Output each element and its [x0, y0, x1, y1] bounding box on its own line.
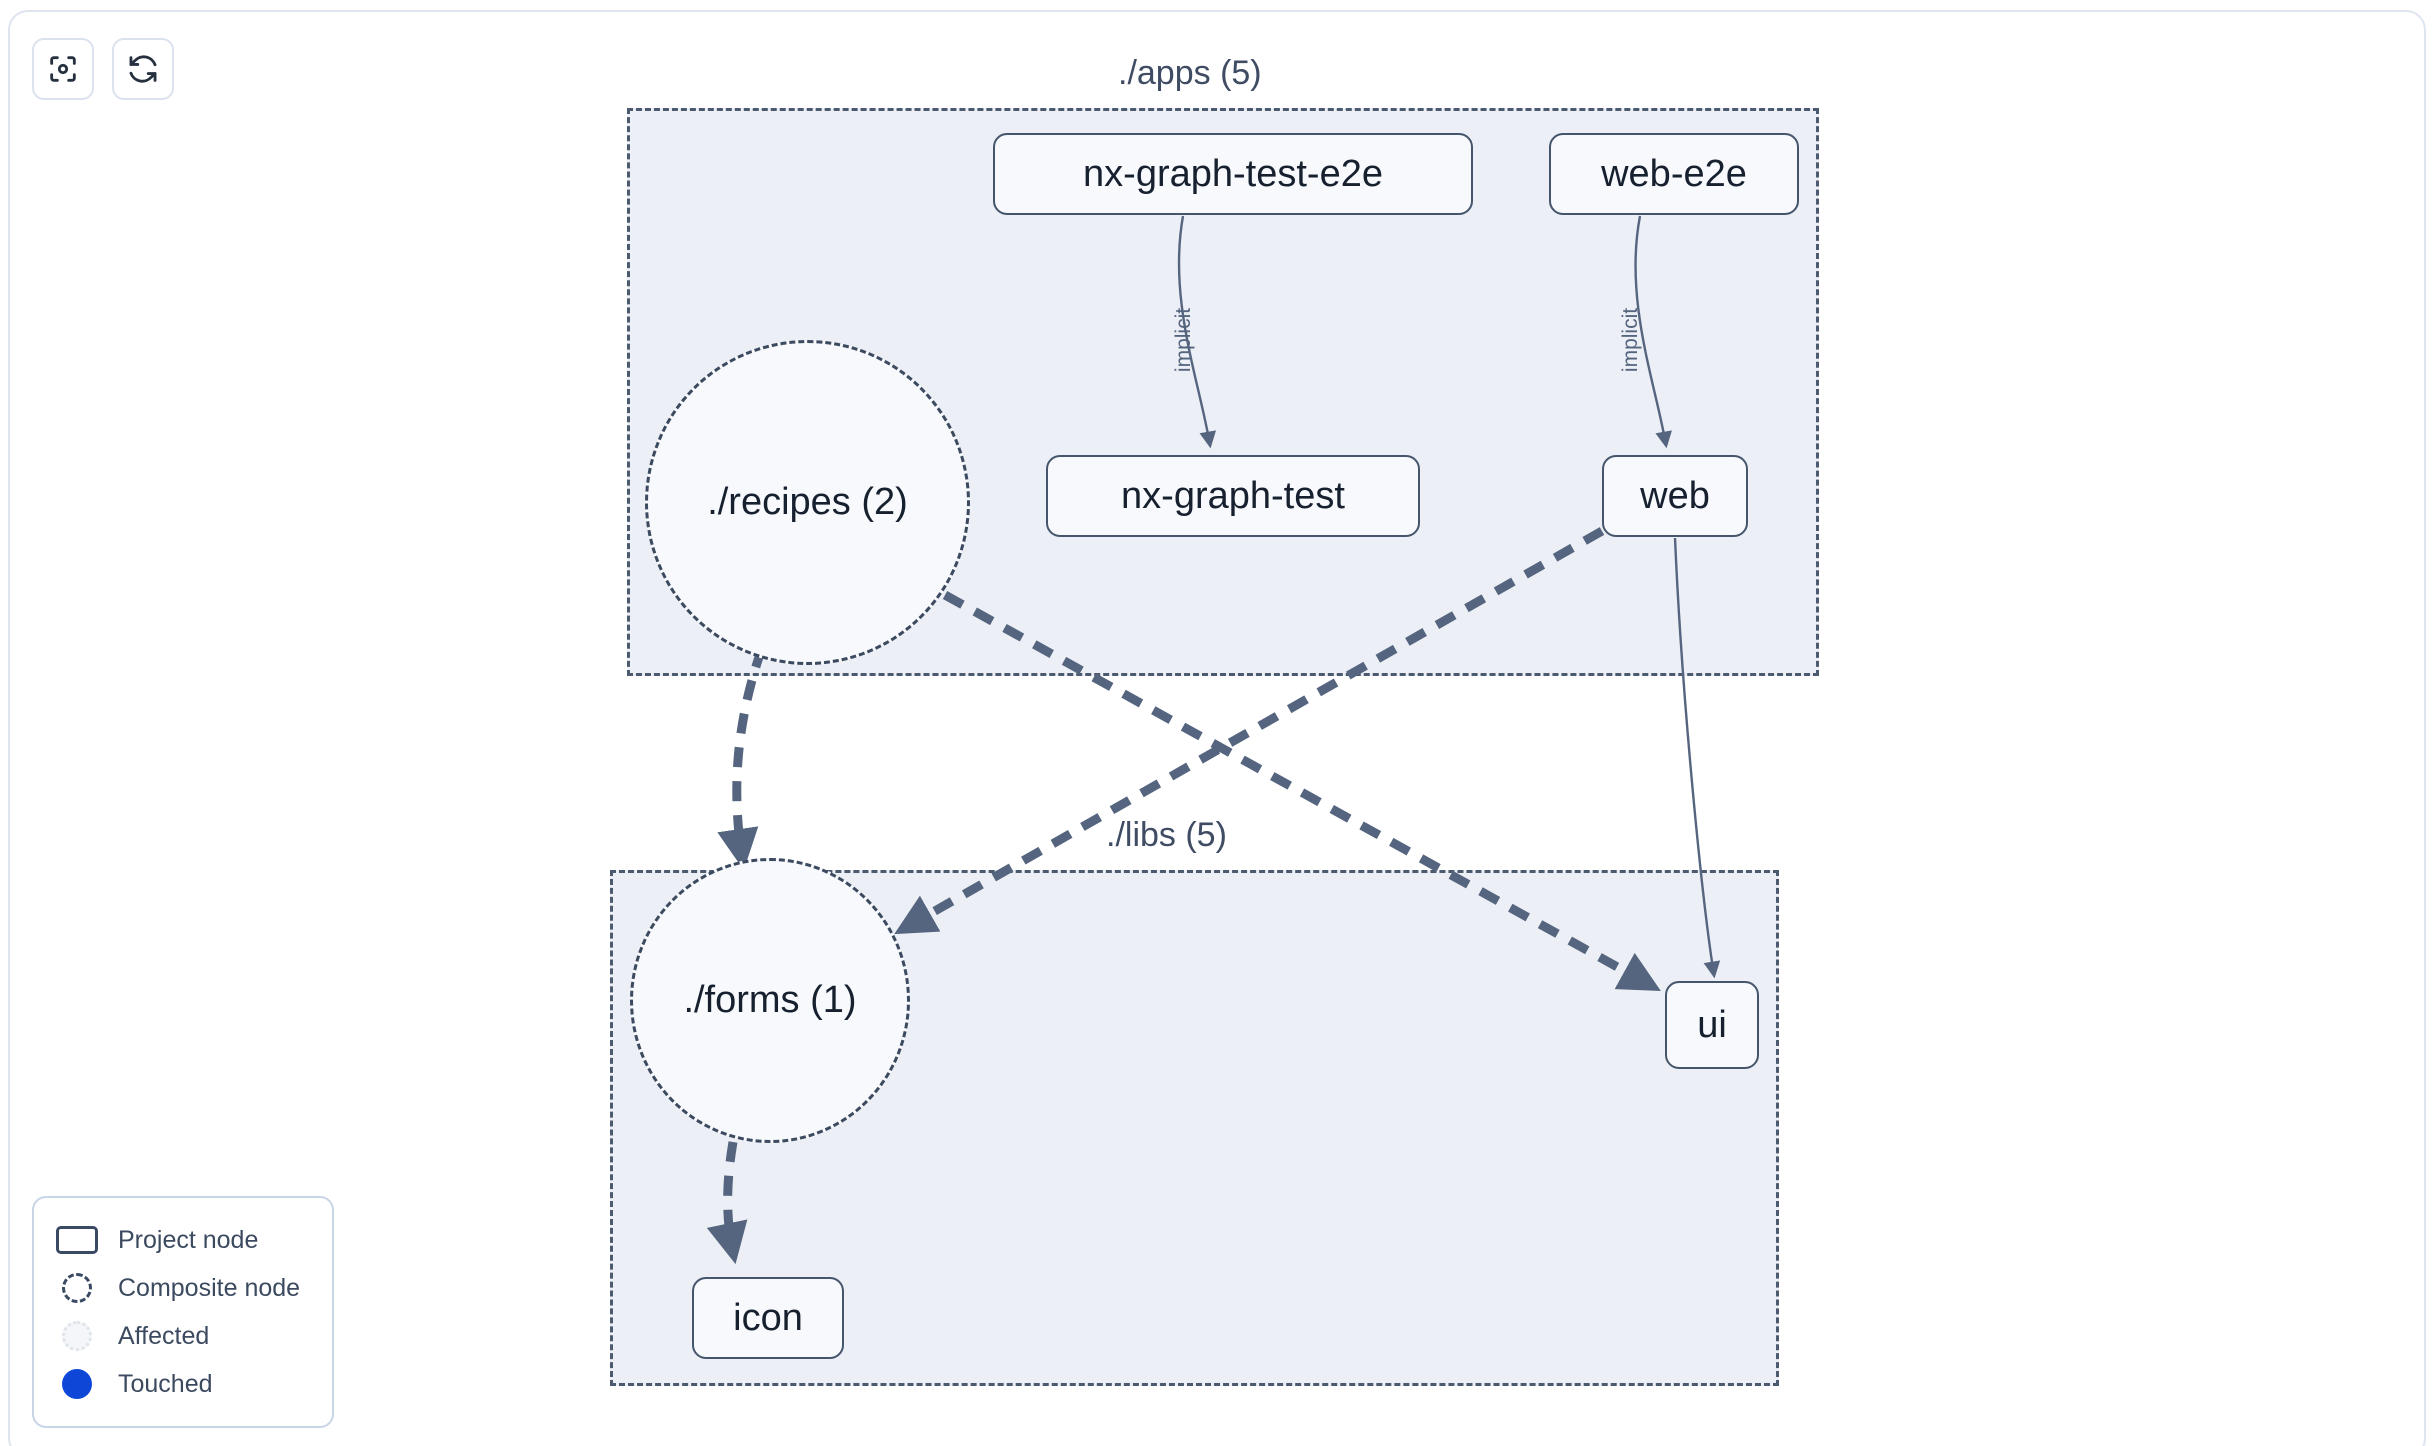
graph-node-recipes[interactable]: ./recipes (2): [645, 340, 970, 665]
legend-item-touched: Touched: [54, 1360, 312, 1408]
graph-node-nx-graph-test[interactable]: nx-graph-test: [1046, 455, 1420, 537]
edge-recipes-to-forms: [717, 646, 767, 871]
focus-target-icon: [46, 52, 80, 86]
graph-node-icon[interactable]: icon: [692, 1277, 844, 1359]
group-label-apps: ./apps (5): [1108, 55, 1272, 92]
project-node-swatch: [54, 1226, 100, 1254]
refresh-icon: [126, 52, 160, 86]
legend-item-composite-node: Composite node: [54, 1264, 312, 1312]
legend-label-affected: Affected: [118, 1321, 210, 1350]
graph-node-web[interactable]: web: [1602, 455, 1748, 537]
legend-item-affected: Affected: [54, 1312, 312, 1360]
affected-swatch: [54, 1321, 100, 1351]
legend-label-touched: Touched: [118, 1369, 213, 1398]
composite-node-swatch: [54, 1273, 100, 1303]
group-label-libs: ./libs (5): [1096, 817, 1237, 854]
graph-legend: Project node Composite node Affected Tou…: [32, 1196, 334, 1428]
touched-swatch: [54, 1369, 100, 1399]
legend-label-composite-node: Composite node: [118, 1273, 301, 1302]
graph-node-ui[interactable]: ui: [1665, 981, 1759, 1069]
graph-node-nx-graph-test-e2e[interactable]: nx-graph-test-e2e: [993, 133, 1473, 215]
refresh-graph-button[interactable]: [112, 38, 174, 100]
legend-label-project-node: Project node: [118, 1225, 259, 1254]
legend-item-project-node: Project node: [54, 1216, 312, 1264]
graph-toolbar: [32, 38, 174, 100]
graph-node-forms[interactable]: ./forms (1): [630, 858, 910, 1143]
focus-graph-button[interactable]: [32, 38, 94, 100]
graph-node-web-e2e[interactable]: web-e2e: [1549, 133, 1799, 215]
